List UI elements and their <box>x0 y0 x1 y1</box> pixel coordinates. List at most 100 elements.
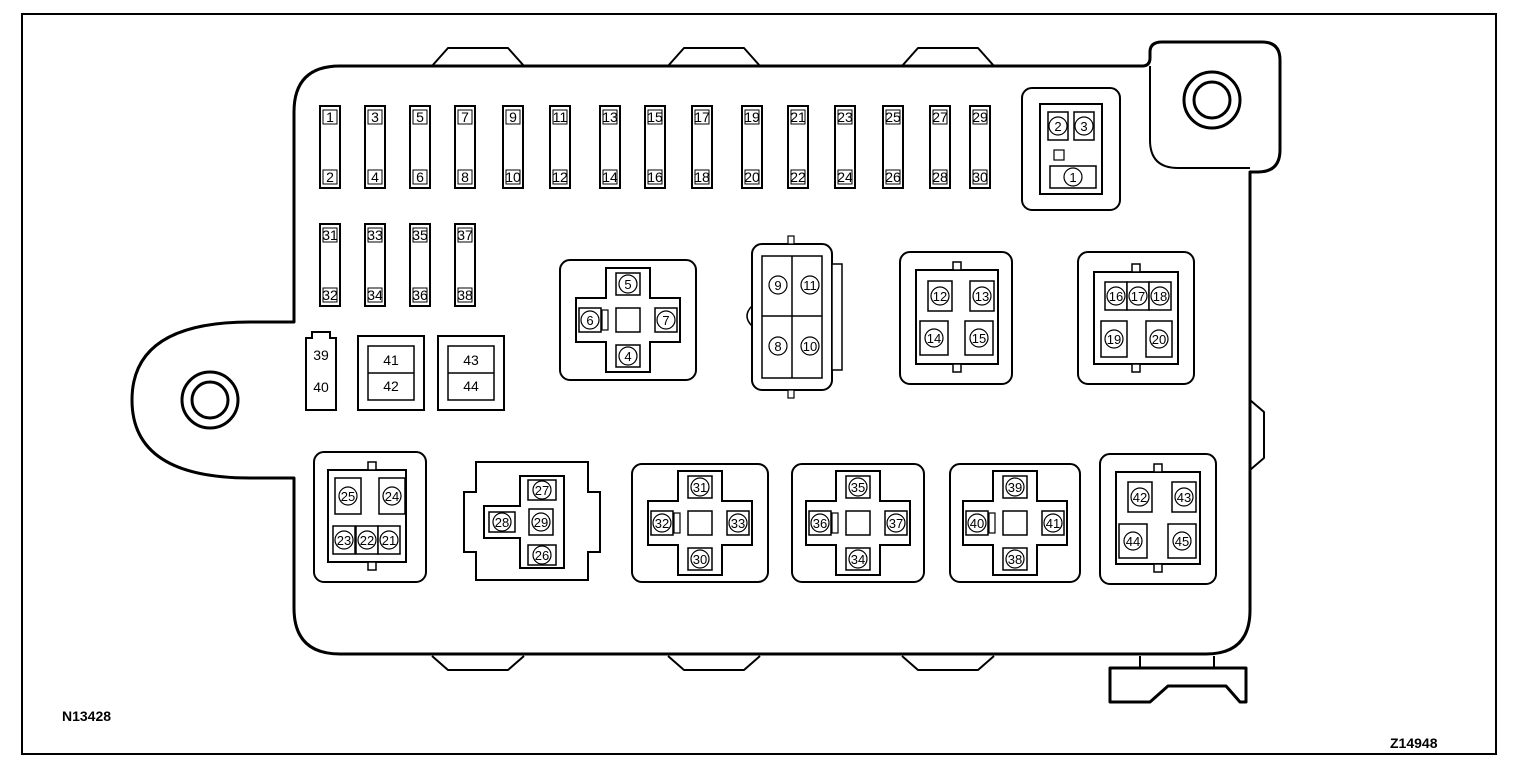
fuse-label-bottom: 4 <box>371 169 379 185</box>
terminal-13: 13 <box>975 289 989 304</box>
terminal-9: 9 <box>774 278 781 293</box>
terminal-43: 43 <box>1177 490 1191 505</box>
fuse-label-bottom: 16 <box>647 169 663 185</box>
terminal-12: 12 <box>933 289 947 304</box>
terminal-30: 30 <box>693 552 707 567</box>
housing-tab <box>431 47 525 67</box>
terminal-27: 27 <box>535 483 549 498</box>
terminal-32: 32 <box>655 516 669 531</box>
relay-socket-42-45[interactable]: 42 43 44 45 <box>1099 453 1217 585</box>
fuse-label-bottom: 34 <box>367 287 383 303</box>
housing-tab <box>667 655 761 671</box>
terminal-44: 44 <box>1126 534 1140 549</box>
terminal-18: 18 <box>1153 289 1167 304</box>
terminal-6: 6 <box>586 313 593 328</box>
fuse-25-26[interactable]: 25 26 <box>882 105 904 189</box>
fuse-label-bottom: 36 <box>412 287 428 303</box>
mounting-hole-inner <box>190 380 230 420</box>
fuse-label-top: 29 <box>972 109 988 125</box>
fuse-1-2[interactable]: 12 <box>319 105 341 189</box>
terminal-45: 45 <box>1175 534 1189 549</box>
housing-tab <box>901 47 995 67</box>
mounting-hole <box>180 370 240 430</box>
fuse-label-top: 31 <box>322 227 338 243</box>
figure-code-right: Z14948 <box>1390 735 1438 751</box>
terminal-22: 22 <box>360 533 374 548</box>
housing-tab <box>667 47 761 67</box>
terminal-17: 17 <box>1131 289 1145 304</box>
fuse-label-bottom: 6 <box>416 169 424 185</box>
mounting-hole <box>1182 70 1242 130</box>
terminal-7: 7 <box>662 313 669 328</box>
terminal-40: 40 <box>970 516 984 531</box>
fuse-label-top: 27 <box>932 109 948 125</box>
housing-ear-edge <box>1149 66 1250 169</box>
mounting-hole-inner <box>1192 80 1232 120</box>
fuse-33-34[interactable]: 33 34 <box>364 223 386 307</box>
terminal-38: 38 <box>1008 552 1022 567</box>
fuse-label-top: 25 <box>885 109 901 125</box>
fuse-label-bottom: 18 <box>694 169 710 185</box>
fuse-label-top: 19 <box>744 109 760 125</box>
terminal-42: 42 <box>1133 490 1147 505</box>
fuse-5-6[interactable]: 56 <box>409 105 431 189</box>
block-label-top: 43 <box>463 352 479 368</box>
terminal-36: 36 <box>813 516 827 531</box>
fuse-label-top: 5 <box>416 109 424 125</box>
terminal-16: 16 <box>1109 289 1123 304</box>
terminal-11: 11 <box>803 278 817 293</box>
fuse-label-bottom: 8 <box>461 169 469 185</box>
fuse-label-bottom: 26 <box>885 169 901 185</box>
fuse-7-8[interactable]: 78 <box>454 105 476 189</box>
terminal-5: 5 <box>624 277 631 292</box>
fuse-label-top: 17 <box>694 109 710 125</box>
terminal-24: 24 <box>385 489 399 504</box>
fuse-group: 1234567891011121314151617181920212223242… <box>305 105 991 411</box>
fuse-label-bottom: 38 <box>457 287 473 303</box>
terminal-14: 14 <box>927 331 941 346</box>
fuse-23-24[interactable]: 23 24 <box>834 105 856 189</box>
fuse-9-10[interactable]: 910 <box>502 105 524 189</box>
fuse-35-36[interactable]: 35 36 <box>409 223 431 307</box>
fuse-label-bottom: 22 <box>790 169 806 185</box>
terminal-1: 1 <box>1069 170 1076 185</box>
fuse-label-bottom: 40 <box>313 379 329 395</box>
housing-tab <box>431 655 525 671</box>
fuse-block-43-44[interactable]: 43 44 <box>437 335 505 411</box>
fuse-label-top: 23 <box>837 109 853 125</box>
housing-tab <box>901 655 995 671</box>
fuse-label-top: 35 <box>412 227 428 243</box>
fuse-label-top: 33 <box>367 227 383 243</box>
fuse-label-bottom: 24 <box>837 169 853 185</box>
fuse-label-top: 13 <box>602 109 618 125</box>
fuse-label-bottom: 20 <box>744 169 760 185</box>
fuse-label-top: 7 <box>461 109 469 125</box>
block-label-bottom: 44 <box>463 378 479 394</box>
terminal-33: 33 <box>731 516 745 531</box>
terminal-37: 37 <box>889 516 903 531</box>
fuse-3-4[interactable]: 34 <box>364 105 386 189</box>
